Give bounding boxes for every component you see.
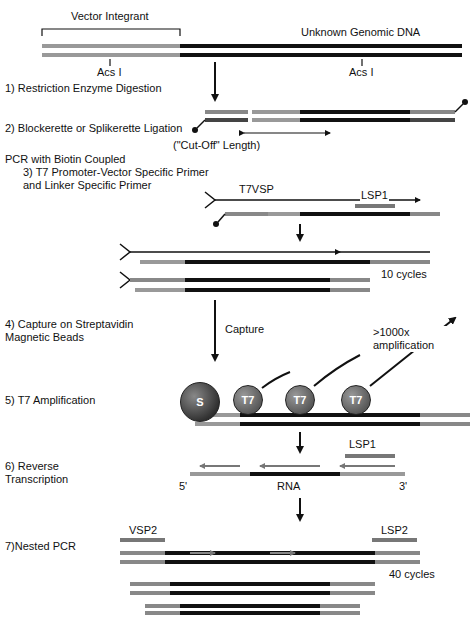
primer-label: LSP1: [348, 438, 377, 451]
step-label: 1) Restriction Enzyme Digestion: [4, 82, 163, 95]
t7-polymerase: T7: [233, 385, 263, 415]
streptavidin-bead: S: [180, 382, 220, 422]
step-label: 6) Reverse Transcription: [4, 460, 86, 486]
primer-label: VSP2: [128, 524, 158, 537]
site-label: Acs I: [348, 66, 374, 79]
primer-label: T7VSP: [238, 183, 275, 196]
primer-label: LSP1: [360, 189, 389, 202]
arrow-label: Capture: [224, 323, 265, 336]
node-text: T7: [242, 394, 255, 406]
step-label: PCR with Biotin Coupled: [4, 153, 126, 166]
t7-polymerase: T7: [285, 385, 315, 415]
cycle-label: 40 cycles: [388, 568, 436, 581]
site-label: Acs I: [96, 66, 122, 79]
primer-label: LSP2: [380, 524, 409, 537]
node-text: T7: [350, 394, 363, 406]
step-label: 2) Blockerette or Splikerette Ligation: [4, 122, 183, 135]
t7-polymerase: T7: [341, 385, 371, 415]
node-text: S: [196, 396, 203, 408]
region-label: Unknown Genomic DNA: [300, 26, 421, 39]
step-label: 7)Nested PCR: [4, 540, 77, 553]
dimension-label: ("Cut-Off" Length): [172, 139, 261, 152]
step-label: 3) T7 Promoter-Vector Specific Primer: [22, 166, 210, 179]
bracket-label: Vector Integrant: [70, 10, 150, 23]
step-label: and Linker Specific Primer: [22, 179, 152, 192]
strand-label: RNA: [276, 480, 301, 493]
end-label: 5': [178, 480, 188, 493]
step-label: 5) T7 Amplification: [4, 394, 96, 407]
note-label: >1000x amplification: [372, 326, 454, 352]
end-label: 3': [398, 480, 408, 493]
cycle-label: 10 cycles: [380, 268, 428, 281]
step-label: 4) Capture on Streptavidin Magnetic Bead…: [4, 318, 156, 344]
node-text: T7: [294, 394, 307, 406]
